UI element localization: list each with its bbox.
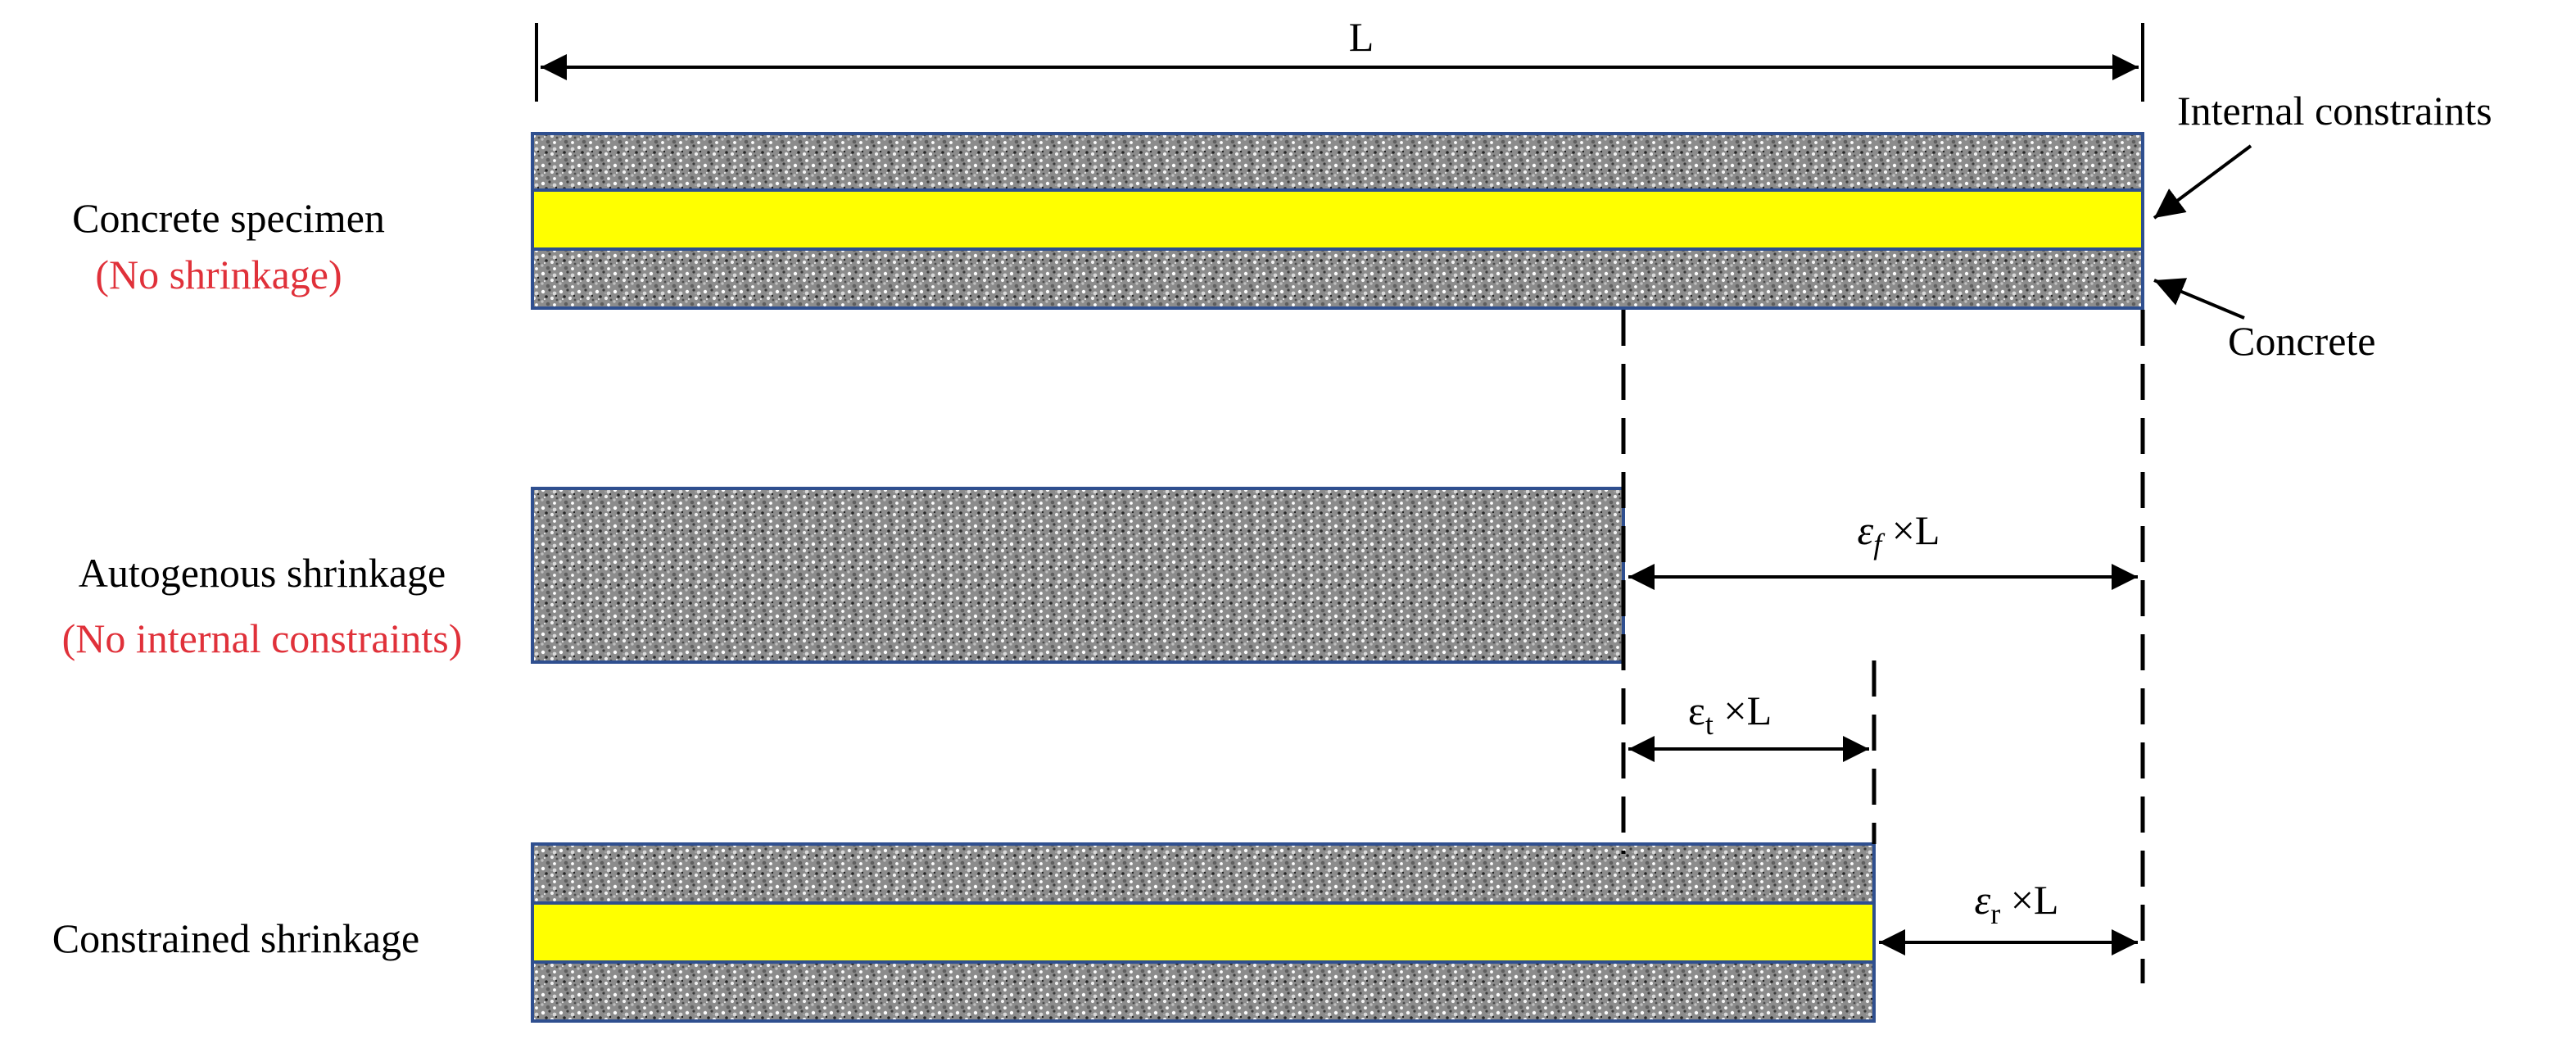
row2-title: Autogenous shrinkage <box>79 550 446 596</box>
internal-constraints-label: Internal constraints <box>2177 88 2492 134</box>
dimension-L-label: L <box>1349 14 1374 60</box>
constrained-concrete-top <box>531 842 1876 905</box>
concrete-top-layer <box>531 132 2144 192</box>
concrete-bottom-layer <box>531 247 2144 310</box>
internal-constraints-pointer <box>2153 144 2252 220</box>
row1-title: Concrete specimen <box>72 195 385 241</box>
row1-note: (No shrinkage) <box>95 252 342 297</box>
specimen-constrained-shrinkage <box>531 842 1876 1023</box>
row2-note: (No internal constraints) <box>62 615 463 661</box>
autogenous-specimen <box>531 487 1625 664</box>
row3-title: Constrained shrinkage <box>52 915 420 961</box>
eps-r-label: εr ×L <box>1975 877 2059 930</box>
eps-t-label: εt ×L <box>1688 688 1772 741</box>
constrained-concrete-bottom <box>531 960 1876 1023</box>
dimension-L: L <box>535 14 2144 102</box>
internal-constraint-bar <box>531 188 2144 251</box>
specimen-no-shrinkage <box>531 132 2144 310</box>
eps-f-label: εf ×L <box>1858 507 1940 561</box>
concrete-pointer <box>2153 278 2245 320</box>
constrained-steel-bar <box>531 901 1876 964</box>
concrete-label: Concrete <box>2228 318 2375 364</box>
